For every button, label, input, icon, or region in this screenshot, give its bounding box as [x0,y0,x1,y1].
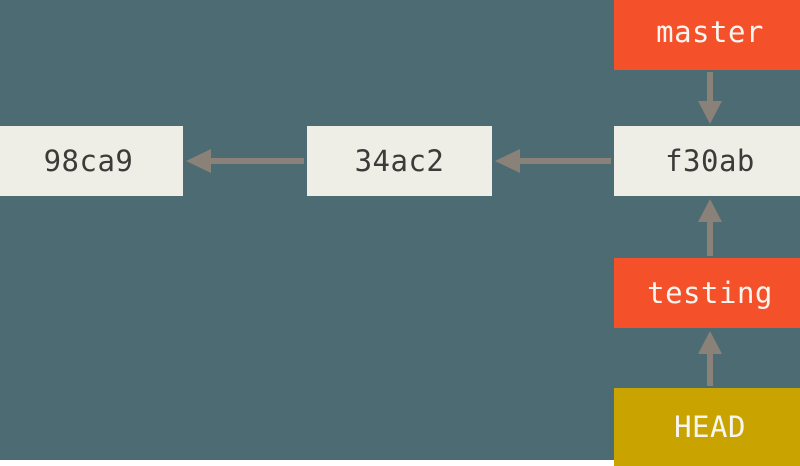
arrowhead-up-icon [698,199,722,222]
arrowhead-down-icon [698,101,722,124]
head-pointer-node[interactable]: HEAD [614,388,800,466]
commit-label-34ac2: 34ac2 [354,144,445,178]
arrow-shaft [519,158,611,164]
commit-label-98ca9: 98ca9 [43,144,134,178]
arrow-head-to-testing [698,331,722,386]
arrow-shaft [707,72,713,102]
branch-node-master[interactable]: master [614,0,800,70]
arrow-master-to-f30ab [698,72,722,124]
arrowhead-left-icon [186,149,211,173]
arrowhead-up-icon [698,331,722,354]
arrow-shaft [707,353,713,386]
branch-label-testing: testing [647,276,773,310]
arrow-shaft [707,221,713,256]
arrow-shaft [210,158,304,164]
branch-label-master: master [656,15,764,49]
commit-label-f30ab: f30ab [665,144,755,178]
arrow-testing-to-f30ab [698,199,722,256]
branch-node-testing[interactable]: testing [614,258,800,328]
arrow-f30ab-to-34ac2 [495,149,611,173]
arrow-34ac2-to-98ca9 [186,149,304,173]
head-label: HEAD [674,410,746,444]
commit-node-34ac2[interactable]: 34ac2 [307,126,492,196]
commit-node-f30ab[interactable]: f30ab [614,126,800,196]
arrowhead-left-icon [495,149,520,173]
commit-node-98ca9[interactable]: 98ca9 [0,126,183,196]
